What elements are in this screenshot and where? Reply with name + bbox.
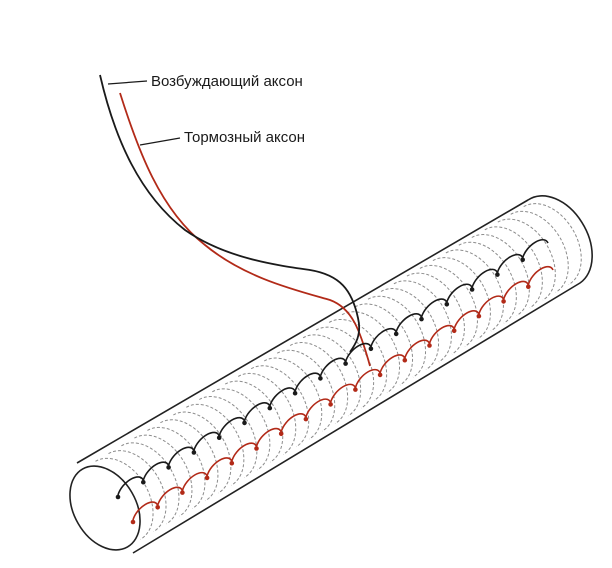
inhibitory-axon xyxy=(119,92,371,367)
excitatory-synapse-dot xyxy=(444,302,450,307)
excitatory-synapse-dot xyxy=(469,287,475,292)
fiber-ring xyxy=(134,434,193,517)
inhibitory-terminal-chain xyxy=(132,265,554,521)
excitatory-synapse-dot xyxy=(368,346,374,352)
excitatory-synapse-dot xyxy=(419,316,424,322)
excitatory-synapse-dot xyxy=(318,376,323,381)
inhibitory-synapse-dot xyxy=(526,284,531,290)
fiber-ring xyxy=(95,457,154,540)
fiber-ring xyxy=(173,411,232,494)
fiber-ring xyxy=(186,403,245,486)
fiber-ring xyxy=(302,334,362,417)
inhibitory-synapse-dot xyxy=(155,505,160,510)
fiber-ring xyxy=(354,303,414,386)
inhibitory-synapse-dot xyxy=(501,299,506,304)
fiber-ring xyxy=(419,264,478,347)
excitatory-synapse-dot xyxy=(393,331,399,337)
excitatory-synapse-dot xyxy=(242,420,247,426)
inhibitory-synapse-dot xyxy=(229,460,235,466)
inhibitory-synapse-dot xyxy=(476,313,482,319)
fiber-ring xyxy=(380,288,440,370)
inhibitory-synapse-dot xyxy=(328,402,333,407)
fiber-ring xyxy=(289,342,349,424)
fiber-ring xyxy=(523,203,582,286)
excitatory-synapse-dot xyxy=(520,257,525,263)
inhibitory-synapse-dot xyxy=(278,431,284,437)
fiber-ring xyxy=(147,426,206,509)
excitatory-synapse-dot xyxy=(166,465,171,470)
fiber-ring xyxy=(199,396,258,478)
fiber-ring xyxy=(445,249,504,332)
fiber-ring xyxy=(341,311,401,394)
fiber-ring xyxy=(212,388,271,471)
inhibitory-synapse-dot xyxy=(204,475,210,481)
inhibitory-synapse-dot xyxy=(427,343,432,348)
excitatory-synapse-dot xyxy=(191,450,197,455)
fiber-outline xyxy=(76,195,593,554)
excitatory-leader-line xyxy=(107,80,148,85)
excitatory-synapse-dot xyxy=(343,361,348,366)
fiber-ring xyxy=(328,318,388,401)
fiber-ring xyxy=(160,419,219,502)
excitatory-axon xyxy=(99,74,361,353)
inhibitory-synapse-dot xyxy=(180,490,185,495)
excitatory-synapse-dot xyxy=(115,494,121,500)
inhibitory-synapse-dot xyxy=(254,446,259,451)
fiber-ring xyxy=(510,210,569,293)
excitatory-axon-label: Возбуждающий аксон xyxy=(151,73,303,90)
excitatory-synapses xyxy=(115,257,525,500)
fiber-ring xyxy=(250,365,310,448)
fiber-ring xyxy=(432,257,491,340)
inhibitory-synapses xyxy=(130,284,531,525)
fiber-rings xyxy=(95,203,582,540)
inhibitory-synapse-dot xyxy=(353,387,358,392)
excitatory-synapse-dot xyxy=(495,272,500,277)
fiber-ring xyxy=(276,349,336,432)
inhibitory-synapse-dot xyxy=(130,519,136,525)
fiber-ring xyxy=(497,218,556,301)
excitatory-synapse-dot xyxy=(292,390,298,396)
fiber-ring xyxy=(237,372,297,455)
fiber-ring xyxy=(393,280,452,363)
inhibitory-synapse-dot xyxy=(402,357,408,363)
fiber-ring xyxy=(121,442,180,525)
fiber-ring xyxy=(108,450,167,533)
inhibitory-leader-line xyxy=(139,137,181,146)
excitatory-terminal-chain xyxy=(117,238,549,496)
inhibitory-synapse-dot xyxy=(303,416,309,422)
excitatory-synapse-dot xyxy=(216,435,222,441)
fiber-ring xyxy=(263,357,323,440)
fiber-ring xyxy=(367,295,427,378)
inhibitory-axon-label: Тормозный аксон xyxy=(184,129,305,146)
excitatory-synapse-dot xyxy=(141,479,146,485)
fiber-cylinder xyxy=(69,195,593,554)
inhibitory-synapse-dot xyxy=(377,372,383,378)
inhibitory-synapse-dot xyxy=(451,328,457,334)
fiber-ring xyxy=(406,272,465,355)
fiber-ring xyxy=(484,226,543,309)
excitatory-synapse-dot xyxy=(267,405,273,411)
fiber-ring xyxy=(458,241,517,324)
fiber-ring xyxy=(224,380,284,463)
